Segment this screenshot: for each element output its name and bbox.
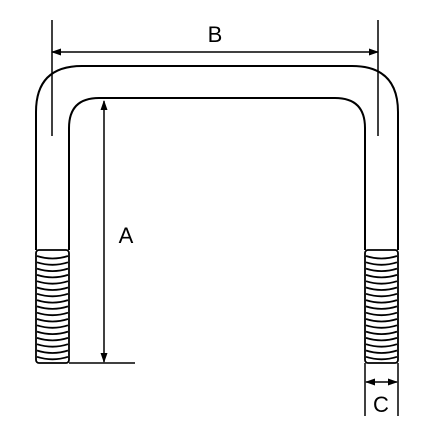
thread-ridge [365,349,398,354]
u-bolt-body [35,65,399,250]
u-bolt-inner-contour [68,97,366,250]
thread-ridge [36,318,69,323]
thread-ridge [36,324,69,329]
u-bolt-outer-contour [35,65,399,250]
dimension-c [364,363,399,416]
thread-ridge [36,280,69,285]
thread-ridge [36,343,69,348]
thread-ridge [365,292,398,298]
thread-ridge [365,280,398,285]
thread-ridge [36,274,69,279]
thread-ridge [365,330,398,335]
thread-ridge [365,261,398,266]
dimension-b [51,20,379,136]
thread-ridge [36,292,69,298]
thread-ridge [365,286,398,291]
thread-ridge [36,267,69,272]
thread-ridge [365,318,398,323]
thread-ridge [36,311,69,317]
thread-ridge [36,299,69,304]
thread-ridge [36,349,69,354]
thread-ridge [36,305,69,310]
thread-ridge [365,305,398,310]
thread-ridge [36,337,69,342]
dimension-c-label: C [373,392,389,417]
dimension-b-label: B [208,22,223,47]
thread-ridge [365,343,398,348]
thread-ridge [36,355,69,361]
dimension-a-label: A [119,223,134,248]
thread-ridge [365,337,398,342]
thread-ridge [36,330,69,335]
dimension-a [69,100,135,364]
thread-ridge [365,255,398,260]
left-thread [35,249,70,364]
thread-ridge [365,355,398,361]
thread-ridge [365,267,398,272]
thread-ridge [365,324,398,329]
thread-ridge [365,299,398,304]
thread-ridge [36,286,69,291]
thread-ridge [36,255,69,260]
thread-ridge [36,261,69,266]
right-thread [364,249,399,364]
thread-ridge [365,311,398,317]
thread-ridge [365,274,398,279]
